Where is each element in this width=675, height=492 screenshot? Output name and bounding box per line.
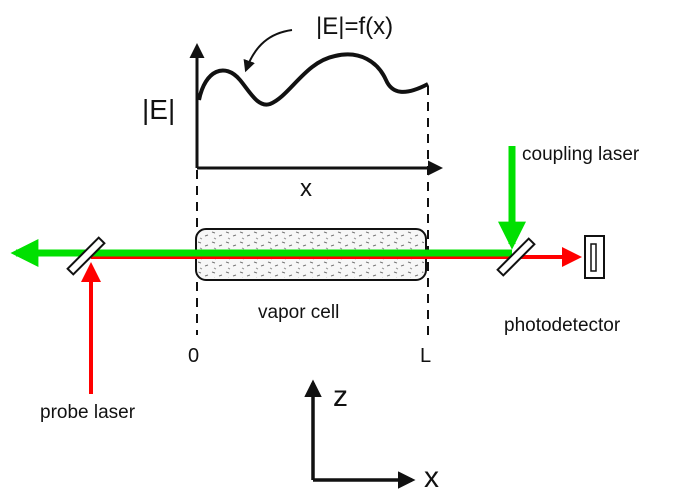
x-coord-label: x [424,461,439,492]
e-axis-label: |E| [142,94,175,125]
probe-laser-label: probe laser [40,402,136,423]
field-curve [197,52,429,107]
function-label: |E|=f(x) [316,13,393,40]
right-mirror [496,237,536,277]
photodetector-icon [584,235,605,279]
left-mirror [66,236,106,276]
function-pointer-arrow [243,29,293,73]
coordinate-axes: z x [304,379,439,492]
photodetector-label: photodetector [504,315,621,336]
cell-start-label: 0 [188,345,199,367]
vapor-cell-label: vapor cell [258,302,339,323]
z-coord-label: z [333,380,348,413]
coupling-laser-label: coupling laser [522,144,640,165]
field-profile-plot: |E|=f(x) |E| x [142,13,443,202]
x-axis-label: x [300,175,312,202]
cell-end-label: L [420,345,431,367]
